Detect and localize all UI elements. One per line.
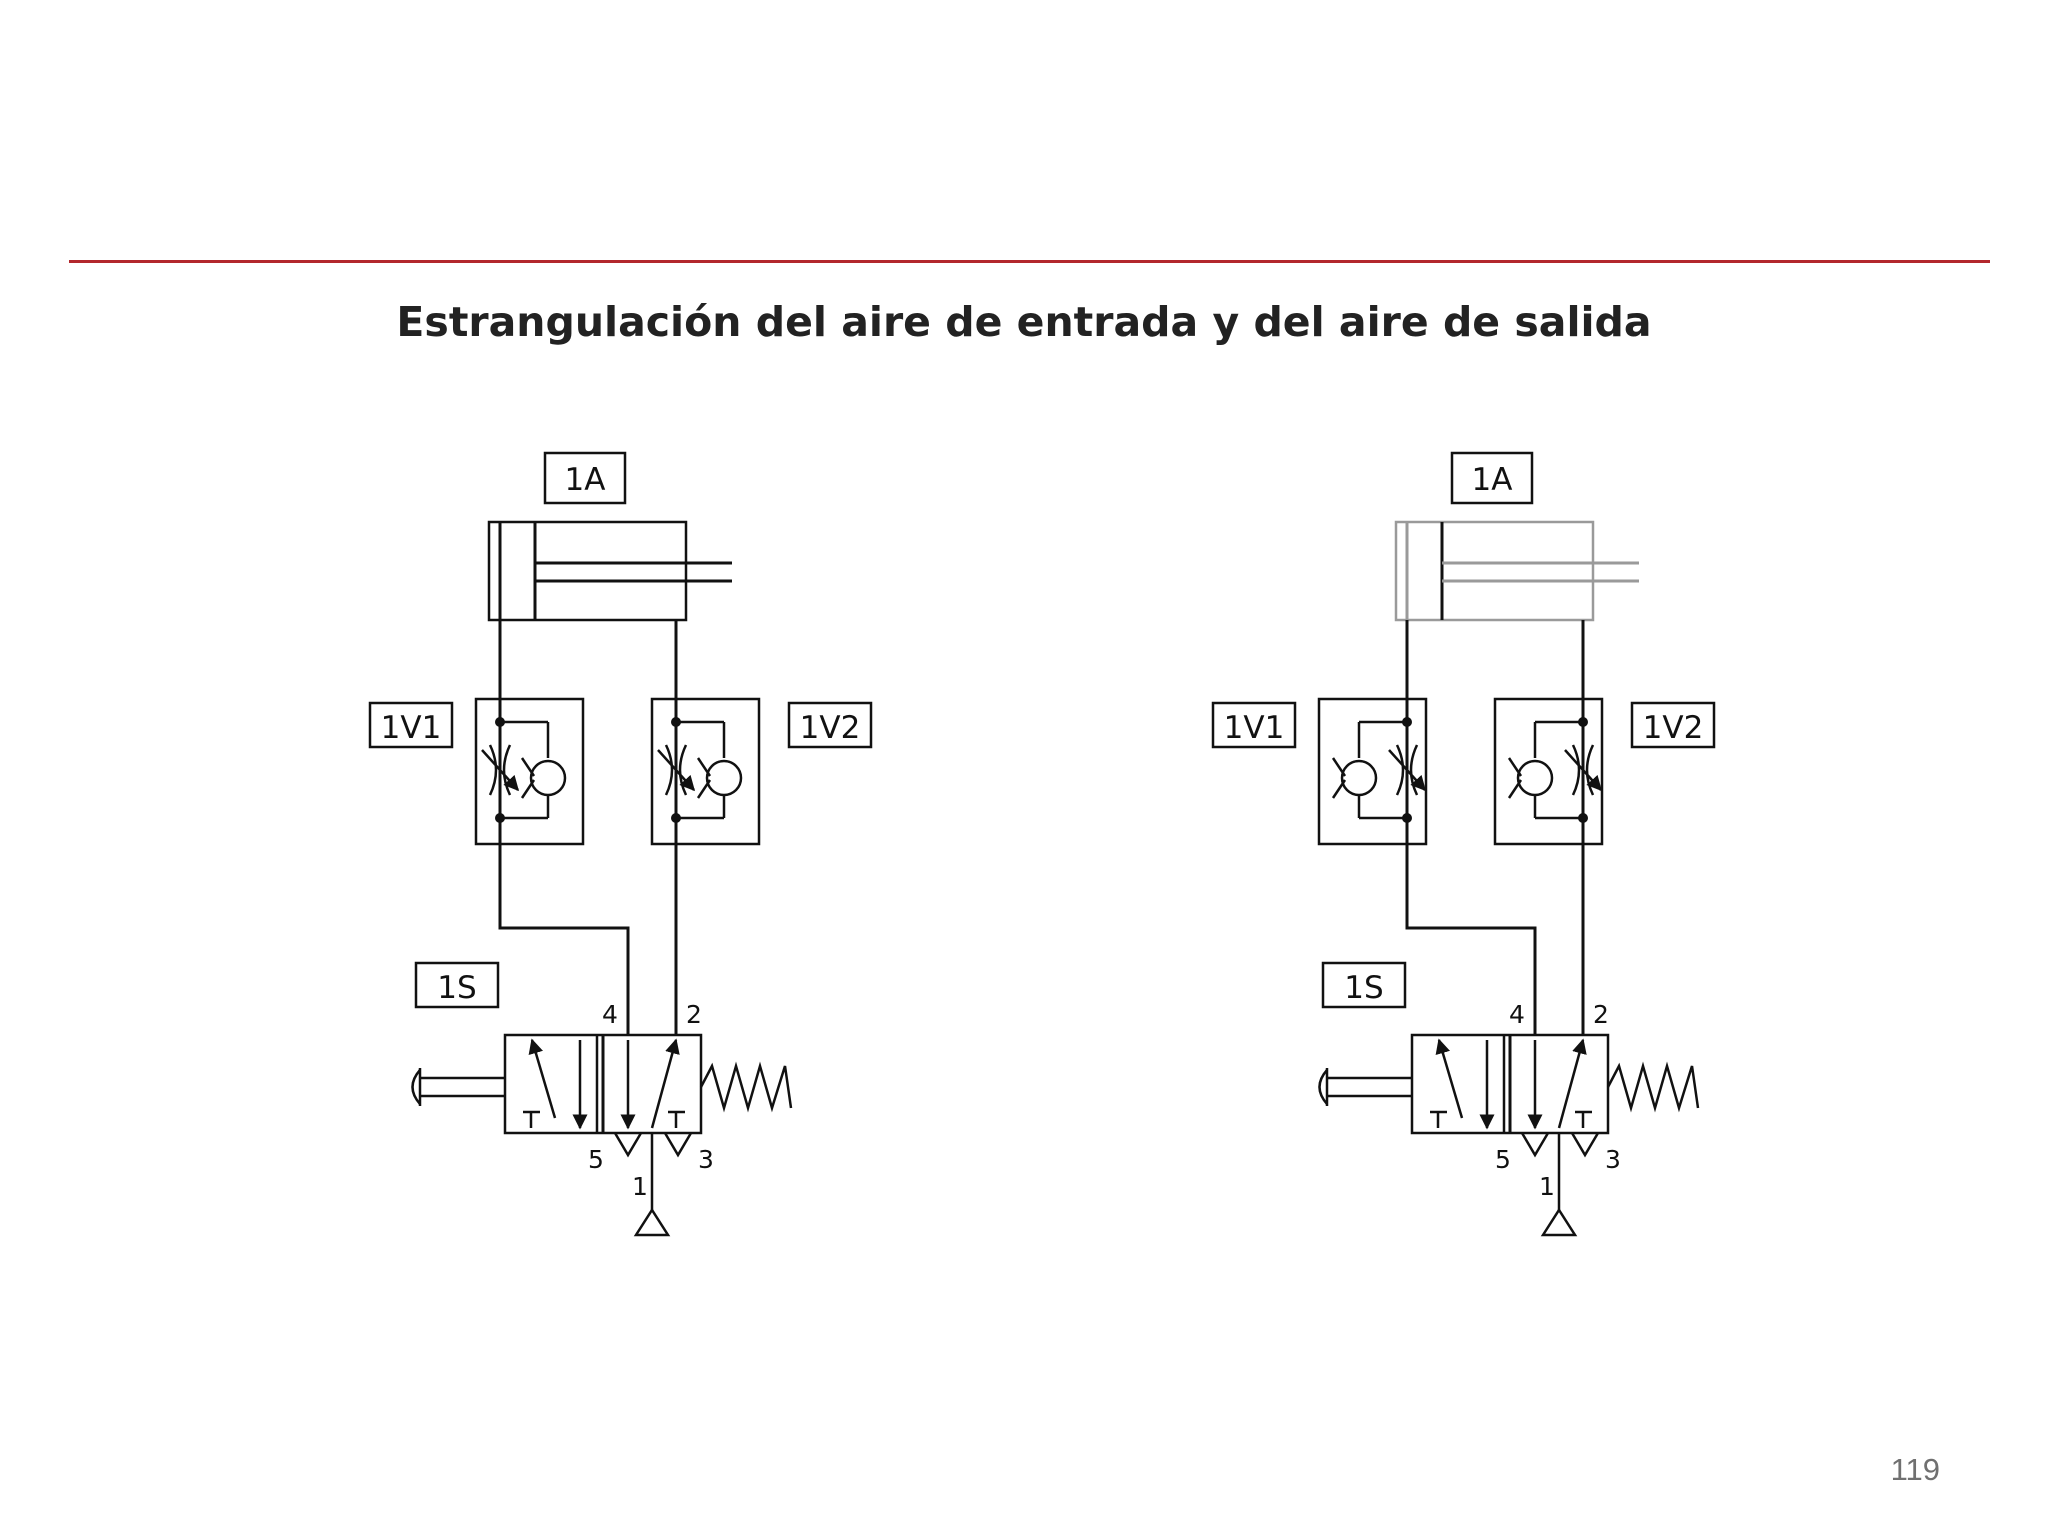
port-4: 4 xyxy=(602,1000,618,1029)
cylinder-1a: 1A xyxy=(1394,451,1639,622)
label-1v2: 1V2 xyxy=(1643,710,1704,746)
page-number: 119 xyxy=(1890,1452,1940,1487)
pipe-port-4 xyxy=(498,844,630,1035)
port-5: 5 xyxy=(1495,1145,1511,1174)
directional-valve-1s: 1S 4 2 5 3 1 xyxy=(411,961,793,1237)
flow-control-valve-1v1: 1V1 xyxy=(1211,697,1428,846)
port-1: 1 xyxy=(632,1172,648,1201)
flow-control-valve-1v2: 1V2 xyxy=(1493,697,1716,846)
slide-title: Estrangulación del aire de entrada y del… xyxy=(396,298,1652,346)
flow-control-valve-1v2: 1V2 xyxy=(650,697,873,846)
port-3: 3 xyxy=(698,1145,714,1174)
port-2: 2 xyxy=(686,1000,702,1029)
port-3: 3 xyxy=(1605,1145,1621,1174)
label-1s: 1S xyxy=(437,970,476,1006)
port-4: 4 xyxy=(1509,1000,1525,1029)
label-1s: 1S xyxy=(1344,970,1383,1006)
port-2: 2 xyxy=(1593,1000,1609,1029)
cylinder-1a: 1A xyxy=(487,451,732,622)
label-1a: 1A xyxy=(1472,462,1513,498)
label-1a: 1A xyxy=(565,462,606,498)
flow-control-valve-1v1: 1V1 xyxy=(368,697,585,846)
label-1v1: 1V1 xyxy=(381,710,442,746)
port-1: 1 xyxy=(1539,1172,1555,1201)
directional-valve-1s: 1S 4 2 5 3 1 xyxy=(1318,961,1700,1237)
label-1v2: 1V2 xyxy=(800,710,861,746)
port-5: 5 xyxy=(588,1145,604,1174)
label-1v1: 1V1 xyxy=(1224,710,1285,746)
header-rule xyxy=(69,260,1990,263)
pipe-port-4 xyxy=(1405,844,1537,1035)
